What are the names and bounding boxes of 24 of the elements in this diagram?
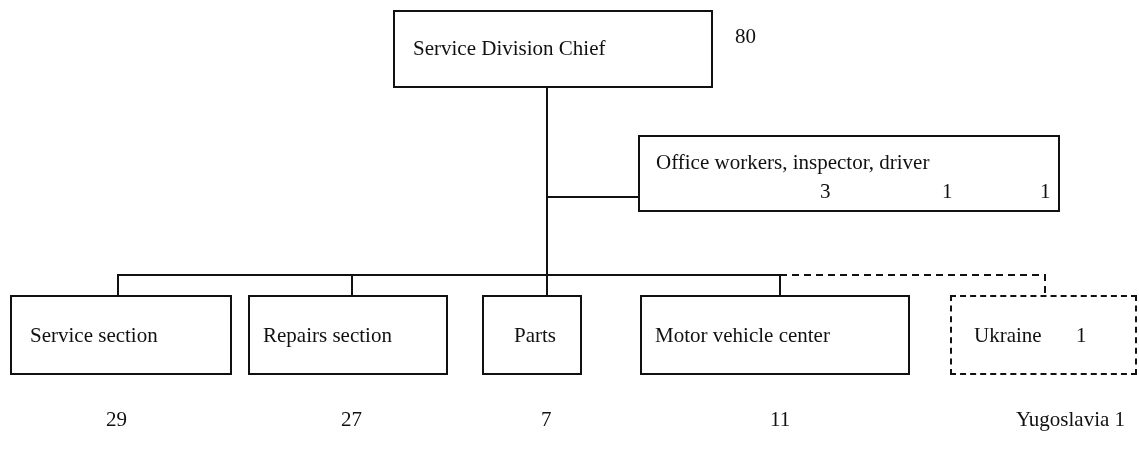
staff-count: Yugoslavia 1: [1016, 407, 1126, 432]
box-label: Repairs section: [263, 323, 392, 348]
org-box: [950, 295, 1137, 375]
org-box: [482, 295, 582, 375]
org-box: [393, 10, 713, 88]
staff-count: 7: [541, 407, 552, 432]
staff-count: 3: [820, 179, 831, 204]
box-label: Parts: [514, 323, 556, 348]
box-label: Service section: [30, 323, 158, 348]
staff-count: 1: [1040, 179, 1051, 204]
box-label: Motor vehicle center: [655, 323, 830, 348]
staff-count: 29: [106, 407, 127, 432]
staff-count: 80: [735, 24, 756, 49]
org-box: [248, 295, 448, 375]
org-box: [638, 135, 1060, 212]
staff-count: 27: [341, 407, 362, 432]
org-box: [10, 295, 232, 375]
staff-count: 1: [1076, 323, 1087, 348]
box-label: Service Division Chief: [413, 36, 606, 61]
staff-count: 11: [770, 407, 791, 432]
box-label: Ukraine: [974, 323, 1042, 348]
staff-count: 1: [942, 179, 953, 204]
org-box: [640, 295, 910, 375]
box-label: Office workers, inspector, driver: [656, 150, 930, 175]
